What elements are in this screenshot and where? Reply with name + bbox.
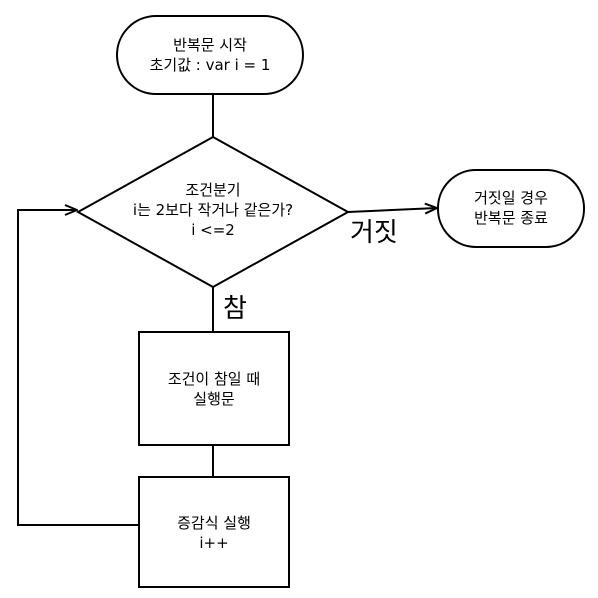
condition-label-line-1: 조건분기 <box>185 181 241 199</box>
body-label: 조건이 참일 때 실행문 <box>168 369 260 409</box>
start-label-line-2: 초기값 : var i = 1 <box>149 56 271 74</box>
end-label: 거짓일 경우 반복문 종료 <box>474 188 548 228</box>
end-label-line-1: 거짓일 경우 <box>474 189 548 207</box>
body-label-line-2: 실행문 <box>193 390 235 408</box>
condition-label-line-3: i <=2 <box>191 221 235 239</box>
end-terminator <box>437 169 585 248</box>
increment-label: 증감식 실행 i++ <box>177 513 251 553</box>
start-terminator <box>116 15 304 95</box>
increment-label-line-2: i++ <box>199 534 229 552</box>
end-label-line-2: 반복문 종료 <box>474 209 548 227</box>
condition-label-line-2: i는 2보다 작거나 같은가? <box>132 201 294 219</box>
start-label: 반복문 시작 초기값 : var i = 1 <box>150 35 271 75</box>
increment-label-line-1: 증감식 실행 <box>177 514 251 532</box>
increment-process <box>138 476 290 588</box>
body-process <box>138 331 290 446</box>
condition-label: 조건분기 i는 2보다 작거나 같은가? i <=2 <box>133 180 293 240</box>
edge-false-to-end <box>347 208 437 212</box>
false-edge-label: 거짓 <box>350 218 398 248</box>
start-label-line-1: 반복문 시작 <box>173 36 247 54</box>
body-label-line-1: 조건이 참일 때 <box>167 370 261 388</box>
edge-loop-back <box>17 210 139 526</box>
true-edge-label: 참 <box>223 294 247 324</box>
